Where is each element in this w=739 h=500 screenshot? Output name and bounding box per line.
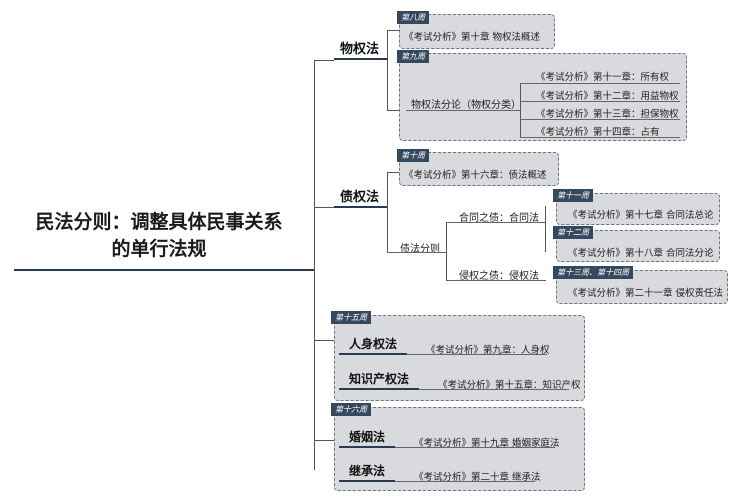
tort-label: 侵权之债：侵权法	[459, 271, 539, 282]
week9-box	[399, 53, 687, 141]
inheritance-underline	[339, 480, 395, 482]
branch-property-label: 物权法	[340, 42, 380, 57]
contract-label: 合同之债：合同法	[459, 213, 539, 224]
root-title: 民法分则：调整具体民事关系 的单行法规	[14, 209, 304, 263]
week8-tag: 第八周	[397, 11, 429, 24]
week1314-tag: 第十三周、第十四周	[553, 266, 633, 279]
week9-item-1-bar	[520, 83, 680, 84]
week9-item-2: 《考试分析》第十二章：用益物权	[536, 91, 679, 102]
connector-week15	[314, 340, 334, 341]
week1314-item: 《考试分析》第二十一章 侵权责任法	[568, 288, 724, 299]
week9-mid-bar	[406, 110, 520, 111]
week12-tag: 第十二周	[553, 226, 593, 239]
marriage-item: 《考试分析》第十九章 婚姻家庭法	[414, 438, 560, 449]
week9-mid-label: 物权法分论（物权分类）	[411, 100, 521, 111]
week12-item: 《考试分析》第十八章 合同法分论	[568, 248, 714, 259]
ip-item: 《考试分析》第十五章：知识产权	[438, 380, 581, 391]
marriage-underline	[339, 446, 395, 448]
branch-obligation-label: 债权法	[340, 190, 380, 205]
branch-obligation-underline	[334, 206, 388, 208]
property-connector-a	[387, 30, 399, 31]
week10-item: 《考试分析》第十六章：债法概述	[404, 170, 547, 181]
inheritance-label: 继承法	[349, 464, 386, 478]
week9-tag: 第九周	[397, 50, 429, 63]
week10-tag: 第十周	[397, 149, 429, 162]
obligation-sub-connector	[446, 222, 447, 280]
week8-item: 《考试分析》第十章 物权法概述	[404, 32, 541, 43]
trunk-connector	[314, 60, 315, 470]
week16-box	[334, 407, 585, 491]
root-title-line1: 民法分则：调整具体民事关系	[35, 211, 283, 233]
contract-connector	[545, 206, 546, 252]
obligation-connector-a	[387, 172, 399, 173]
ip-underline	[339, 388, 419, 390]
connector-property	[314, 60, 334, 61]
week9-item-4: 《考试分析》第十四章：占有	[536, 127, 660, 138]
connector-week16	[314, 440, 334, 441]
ip-label: 知识产权法	[349, 372, 410, 386]
property-connector	[387, 30, 388, 110]
week9-item-2-bar	[520, 101, 680, 102]
personal-rights-underline	[339, 353, 407, 355]
property-connector-b	[387, 110, 399, 111]
week11-box	[556, 193, 720, 225]
root-underline	[14, 269, 314, 271]
marriage-bar	[395, 447, 555, 448]
week9-item-3-bar	[520, 119, 680, 120]
inheritance-bar	[395, 481, 535, 482]
contract-bar	[446, 222, 546, 223]
root-title-line2: 的单行法规	[111, 238, 207, 260]
week15-box	[334, 315, 585, 401]
week9-connector	[520, 83, 521, 138]
week15-tag: 第十五周	[331, 311, 371, 324]
week9-item-4-bar	[520, 137, 680, 138]
tort-bar	[446, 280, 546, 281]
personal-rights-bar	[407, 354, 547, 355]
personal-rights-item: 《考试分析》第九章：人身权	[426, 345, 550, 356]
obligation-sub-bar	[387, 252, 447, 253]
week9-item-3: 《考试分析》第十三章：担保物权	[536, 109, 679, 120]
obligation-connector	[387, 172, 388, 252]
personal-rights-label: 人身权法	[349, 337, 398, 351]
week11-tag: 第十一周	[553, 189, 593, 202]
obligation-sub-label: 债法分则	[400, 244, 440, 255]
week9-item-1: 《考试分析》第十一章：所有权	[536, 72, 670, 83]
week11-item: 《考试分析》第十七章 合同法总论	[568, 210, 714, 221]
ip-bar	[419, 389, 569, 390]
week12-box	[556, 230, 720, 262]
connector-obligation	[314, 207, 334, 208]
marriage-label: 婚姻法	[349, 430, 386, 444]
week16-tag: 第十六周	[331, 403, 371, 416]
branch-property-underline	[334, 58, 388, 60]
inheritance-item: 《考试分析》第二十章 继承法	[414, 472, 541, 483]
